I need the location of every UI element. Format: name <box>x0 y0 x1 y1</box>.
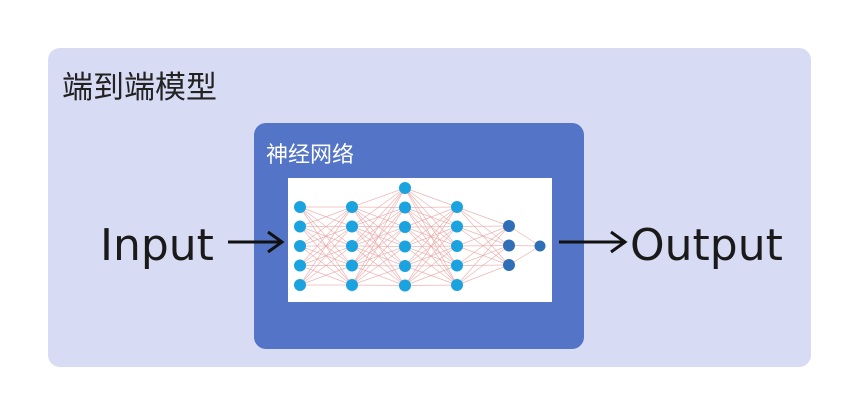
network-node <box>399 279 411 292</box>
network-edge <box>456 225 510 286</box>
network-edge <box>299 226 353 286</box>
output-label: Output <box>630 220 783 271</box>
network-edge <box>299 206 353 247</box>
network-edge <box>404 187 458 208</box>
network-edge <box>508 245 541 266</box>
network-edge <box>404 206 458 286</box>
network-edge <box>456 225 510 227</box>
network-node <box>451 240 463 252</box>
network-edge <box>404 206 458 247</box>
network-edge <box>299 265 353 286</box>
neural-network-image <box>288 178 552 302</box>
network-edge <box>404 206 458 228</box>
network-node <box>294 240 306 252</box>
network-node <box>399 260 411 272</box>
network-node <box>503 259 515 271</box>
network-node <box>294 259 306 272</box>
network-edge <box>351 187 406 266</box>
network-node <box>346 259 358 272</box>
network-edge <box>299 206 353 227</box>
network-node <box>399 221 411 233</box>
network-edge <box>351 187 406 227</box>
network-node <box>294 220 306 233</box>
network-node <box>534 240 546 252</box>
network-edge <box>351 246 406 286</box>
network-edge <box>456 225 510 247</box>
network-edge <box>351 187 406 247</box>
network-node <box>451 220 463 233</box>
network-edge <box>456 206 510 227</box>
network-edge <box>404 206 458 208</box>
output-arrow <box>559 230 628 254</box>
network-edge <box>351 284 406 286</box>
input-arrow <box>228 230 285 254</box>
network-node <box>399 201 411 214</box>
network-node <box>451 259 463 272</box>
input-label: Input <box>100 220 214 271</box>
network-edge <box>404 265 458 286</box>
network-edge <box>351 187 406 286</box>
network-edge <box>508 225 541 247</box>
network-node <box>346 240 358 252</box>
network-edge <box>351 265 406 286</box>
network-node <box>503 239 515 252</box>
network-edge <box>456 225 510 266</box>
network-node <box>294 279 306 291</box>
neural-network-graph <box>294 182 546 292</box>
network-node <box>399 240 411 253</box>
network-node <box>503 220 515 232</box>
end-to-end-model-title: 端到端模型 <box>62 70 217 106</box>
network-edge <box>299 206 353 266</box>
network-edge <box>351 207 406 286</box>
network-edge <box>404 284 458 286</box>
network-node <box>294 201 306 213</box>
network-node <box>451 279 463 291</box>
neural-network-title: 神经网络 <box>266 143 355 168</box>
network-node <box>346 220 358 233</box>
network-edge <box>299 206 353 286</box>
network-edge <box>404 245 458 286</box>
network-node <box>399 182 411 194</box>
network-node <box>346 201 358 213</box>
network-edge <box>456 264 510 286</box>
network-edge <box>404 206 458 267</box>
network-edge <box>299 245 353 286</box>
network-edge <box>456 245 510 286</box>
network-edge <box>351 187 406 208</box>
network-edge <box>404 226 458 286</box>
network-node <box>346 279 358 291</box>
network-edge <box>351 226 406 286</box>
network-node <box>451 201 463 213</box>
